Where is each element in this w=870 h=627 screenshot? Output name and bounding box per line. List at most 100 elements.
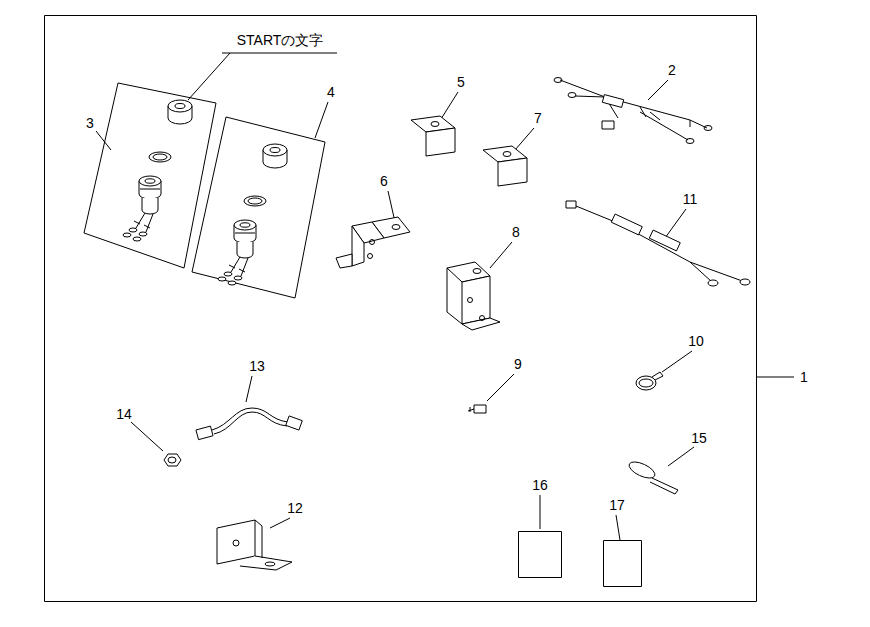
cable-13 xyxy=(196,426,213,440)
harness-2 xyxy=(602,121,614,129)
harness-2 xyxy=(554,78,712,144)
leader-lines xyxy=(616,515,620,540)
kit-outline xyxy=(45,16,757,602)
cable-13 xyxy=(212,408,288,430)
harness-2 xyxy=(704,126,712,131)
cable-13 xyxy=(196,408,302,440)
label-sheets xyxy=(604,541,642,587)
callout-number: 13 xyxy=(248,358,266,374)
switch-kit-boxes xyxy=(84,83,216,268)
callout-number: 4 xyxy=(326,84,336,100)
switch-kit-boxes xyxy=(84,83,325,298)
nut-14 xyxy=(168,457,176,463)
callout-number: 11 xyxy=(682,191,699,207)
parts-illustration xyxy=(483,146,527,186)
bracket-8 xyxy=(462,276,490,324)
harness-11 xyxy=(708,280,718,286)
clamp-10 xyxy=(636,372,663,390)
screw-9 xyxy=(474,405,486,413)
callout-number: 2 xyxy=(667,62,677,78)
leader-lines xyxy=(131,422,163,451)
switch-kit-boxes xyxy=(192,117,325,298)
label-sheets xyxy=(519,532,562,578)
parts-illustration xyxy=(411,116,455,156)
harness-2 xyxy=(560,80,707,128)
label-sheets xyxy=(519,532,642,587)
cable-13 xyxy=(286,416,303,430)
harness-2 xyxy=(554,78,562,83)
harness-11 xyxy=(566,201,750,286)
callout-number: 3 xyxy=(85,115,95,131)
screw-9 xyxy=(468,407,474,412)
leader-lines xyxy=(648,80,668,100)
bracket-12 xyxy=(217,520,255,564)
bracket-6 xyxy=(336,217,410,268)
bracket-6 xyxy=(392,225,400,230)
callout-number: 1 xyxy=(799,369,809,385)
callout-number: 10 xyxy=(687,333,705,349)
part-note: STARTの文字 xyxy=(236,32,325,48)
harness-2 xyxy=(686,139,694,144)
bracket-8 xyxy=(473,269,481,274)
parts-illustration xyxy=(218,144,287,285)
kit-outline xyxy=(756,377,794,378)
harness-2 xyxy=(640,107,660,120)
callout-number: 17 xyxy=(608,497,626,513)
callout-number: 6 xyxy=(379,173,389,189)
leader-lines xyxy=(665,209,686,238)
callout-number: 15 xyxy=(690,430,708,446)
tie-15 xyxy=(650,478,678,494)
leader-lines xyxy=(96,131,111,150)
bracket-12 xyxy=(217,520,292,570)
leader-lines xyxy=(662,351,692,372)
leader-lines xyxy=(490,242,512,268)
leader-lines xyxy=(315,102,328,138)
callout-number: 5 xyxy=(456,74,466,90)
harness-11 xyxy=(576,206,712,282)
callout-number: 9 xyxy=(513,356,523,372)
harness-2 xyxy=(575,96,690,140)
harness-2 xyxy=(568,93,576,98)
clamp-10 xyxy=(636,376,656,390)
callout-number: 14 xyxy=(115,406,133,422)
screw-9 xyxy=(468,405,486,413)
leader-lines xyxy=(540,495,541,529)
nut-14 xyxy=(164,454,181,466)
bracket-12 xyxy=(255,520,262,558)
cable-13 xyxy=(214,412,287,434)
callout-number: 8 xyxy=(511,224,521,240)
leader-lines xyxy=(441,92,458,119)
bracket-8 xyxy=(480,316,485,321)
nut-14 xyxy=(164,454,181,466)
leader-lines xyxy=(188,53,337,100)
bracket-12 xyxy=(240,556,292,570)
bracket-6 xyxy=(370,240,375,245)
leader-lines xyxy=(270,518,290,528)
callout-number: 12 xyxy=(286,500,304,516)
leader-lines xyxy=(487,374,514,401)
bracket-12 xyxy=(265,562,275,566)
bracket-6 xyxy=(336,254,352,268)
parts-illustration xyxy=(123,100,192,241)
bracket-6 xyxy=(368,254,373,259)
bracket-8 xyxy=(447,268,462,324)
bracket-8 xyxy=(462,318,500,330)
harness-11 xyxy=(566,201,576,208)
clamp-10 xyxy=(652,372,663,380)
harness-11 xyxy=(690,262,745,282)
harness-2 xyxy=(602,95,623,108)
bracket-6 xyxy=(352,226,364,266)
leader-lines xyxy=(668,447,694,466)
leader-lines xyxy=(515,128,534,150)
tie-15 xyxy=(627,459,678,494)
clamp-10 xyxy=(639,379,653,387)
harness-11 xyxy=(740,279,750,285)
harness-11 xyxy=(611,214,642,235)
callout-number: 7 xyxy=(533,110,543,126)
leader-lines xyxy=(96,53,694,540)
bracket-8 xyxy=(468,298,473,303)
bracket-8 xyxy=(447,262,500,330)
callout-number: 16 xyxy=(531,477,549,493)
